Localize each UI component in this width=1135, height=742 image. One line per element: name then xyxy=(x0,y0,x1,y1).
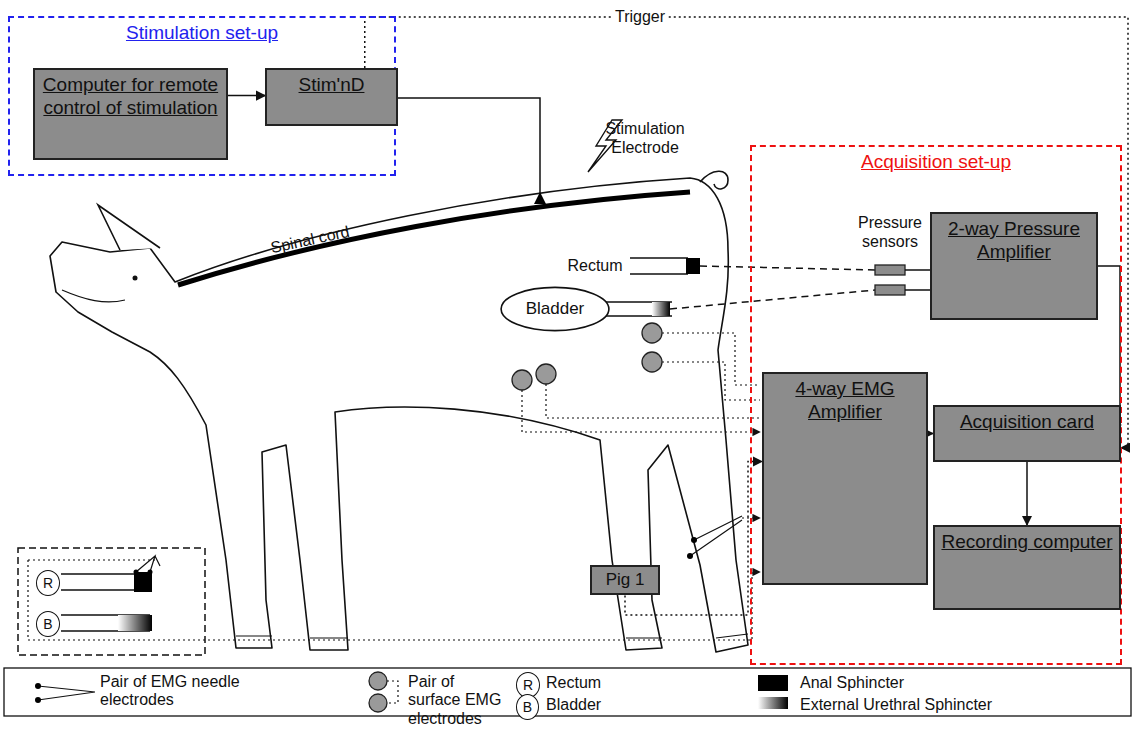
legend-urethral-sphincter xyxy=(758,697,788,709)
node-label: Pig 1 xyxy=(606,570,645,590)
bladder-organ: Bladder xyxy=(500,286,610,332)
surface-electrode xyxy=(536,364,556,384)
node-label: 4-way EMG Amplifier xyxy=(764,378,926,424)
needle-electrode xyxy=(690,516,742,556)
electrode-label: Stimulation Electrode xyxy=(590,119,700,157)
legend-surface-link xyxy=(387,681,398,703)
process-box: Acquisition card xyxy=(933,405,1121,462)
needle-tip xyxy=(691,537,697,543)
node-label: B xyxy=(43,616,52,632)
pig-tail xyxy=(700,171,728,189)
amplifier-box: 2-way Pressure Amplifier xyxy=(930,212,1098,320)
node-label: 2-way Pressure Amplifier xyxy=(932,218,1096,264)
node-label: Computer for remote control of stimulati… xyxy=(35,74,226,120)
inset-frame xyxy=(18,548,205,655)
pig-ear xyxy=(98,205,160,250)
node-label: R xyxy=(523,677,533,693)
legend-text: Bladder xyxy=(546,696,601,714)
node-label: Bladder xyxy=(526,299,585,319)
needle-tip xyxy=(148,570,153,575)
pressure-catheter xyxy=(670,266,875,309)
urethral-sphincter xyxy=(652,302,670,316)
bladder-outline xyxy=(501,287,609,330)
pressure-sensor xyxy=(875,265,905,275)
spinal-cord xyxy=(178,192,690,285)
edge-label: Trigger xyxy=(612,7,668,26)
needle-tip xyxy=(35,697,41,703)
bladder-symbol: B xyxy=(36,611,60,637)
legend-surface xyxy=(369,672,387,690)
legend-text: Anal Sphincter xyxy=(800,674,904,692)
legend-text: Rectum xyxy=(546,674,601,692)
urethra xyxy=(603,302,672,316)
needle-tip xyxy=(35,683,41,689)
node-label: R xyxy=(43,575,53,591)
anal-sphincter xyxy=(686,258,700,274)
pressure-sensor xyxy=(875,285,905,295)
region-title: Stimulation set-up xyxy=(10,22,394,44)
pig-eye xyxy=(133,276,138,281)
inset-rectum xyxy=(61,574,136,590)
legend-needle xyxy=(38,686,95,700)
connector xyxy=(1098,266,1121,425)
surface-electrode xyxy=(512,370,532,390)
inset-anal-sphincter xyxy=(134,572,152,592)
legend-swatch xyxy=(758,675,788,691)
ground-box: Pig 1 xyxy=(590,565,660,595)
surface-electrode xyxy=(642,352,662,372)
sensor-cable xyxy=(905,270,930,290)
stim-wire xyxy=(388,98,540,196)
inset-urethral-sphincter xyxy=(118,615,152,631)
legend-text: External Urethral Sphincter xyxy=(800,696,992,714)
connector xyxy=(228,95,265,97)
process-box: Stim'nD xyxy=(265,68,398,126)
pig-hooves xyxy=(236,634,748,638)
connector xyxy=(1026,462,1028,525)
node-label: Stim'nD xyxy=(267,74,396,97)
sensor-label: Pressure sensors xyxy=(845,213,935,251)
process-box: Computer for remote control of stimulati… xyxy=(33,68,228,160)
stim-electrode xyxy=(534,192,546,204)
legend-surface xyxy=(369,694,387,712)
node-label: Acquisition card xyxy=(935,411,1119,434)
inset-needles xyxy=(136,556,160,572)
setup-region: Stimulation set-upComputer for remote co… xyxy=(8,16,396,176)
anatomy-label: Rectum xyxy=(560,256,630,275)
computer-box: Recording computer xyxy=(933,525,1121,610)
setup-region: Acquisition set-up 2-way Pressure Amplifi… xyxy=(750,145,1122,665)
rectum-symbol: R xyxy=(36,570,60,596)
legend-text: Pair of surface EMG electrodes xyxy=(408,673,508,728)
amplifier-box: 4-way EMG Amplifier xyxy=(762,372,928,585)
bladder-symbol: B xyxy=(516,694,539,720)
surface-electrode xyxy=(642,323,662,343)
connector xyxy=(365,17,1128,448)
pig-mouth xyxy=(62,290,125,302)
legend-frame xyxy=(4,668,1131,716)
emg-lead xyxy=(522,333,760,432)
region-title: Acquisition set-up xyxy=(752,151,1120,173)
needle-tip xyxy=(687,553,693,559)
legend-text: Pair of EMG needle electrodes xyxy=(100,673,310,710)
node-label: Recording computer xyxy=(935,531,1119,554)
rectum-tube xyxy=(630,258,688,274)
anatomy-label: Spinal cord xyxy=(254,219,366,261)
needle-tip xyxy=(134,570,139,575)
inset-lead xyxy=(28,560,760,640)
pig-outline xyxy=(50,178,748,652)
node-label: B xyxy=(523,699,532,715)
